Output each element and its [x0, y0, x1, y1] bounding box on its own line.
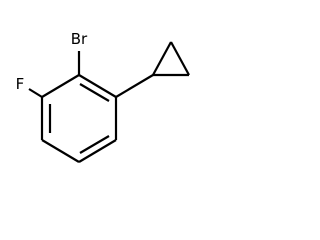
bond-c3-c4 [78, 139, 117, 163]
bond-c1-c2 [78, 74, 117, 98]
bond-c2-cyclopropyl [115, 74, 154, 98]
bond-c6-c1 [41, 74, 80, 98]
benzene-ring [40, 74, 118, 163]
double-bond-c3-c4 [79, 135, 110, 154]
fluorine-label: F [16, 75, 25, 93]
bromine-label: Br [71, 30, 88, 48]
cyclopropyl-ring [152, 41, 190, 77]
cyclopropyl-bond-a [152, 41, 172, 76]
double-bond-c1-c2 [79, 83, 110, 102]
bond-c6-f [28, 88, 43, 98]
cyclopropyl-bond-b [170, 41, 190, 76]
chemical-structure: Br F [16, 30, 190, 163]
bond-c4-c5 [41, 139, 80, 163]
